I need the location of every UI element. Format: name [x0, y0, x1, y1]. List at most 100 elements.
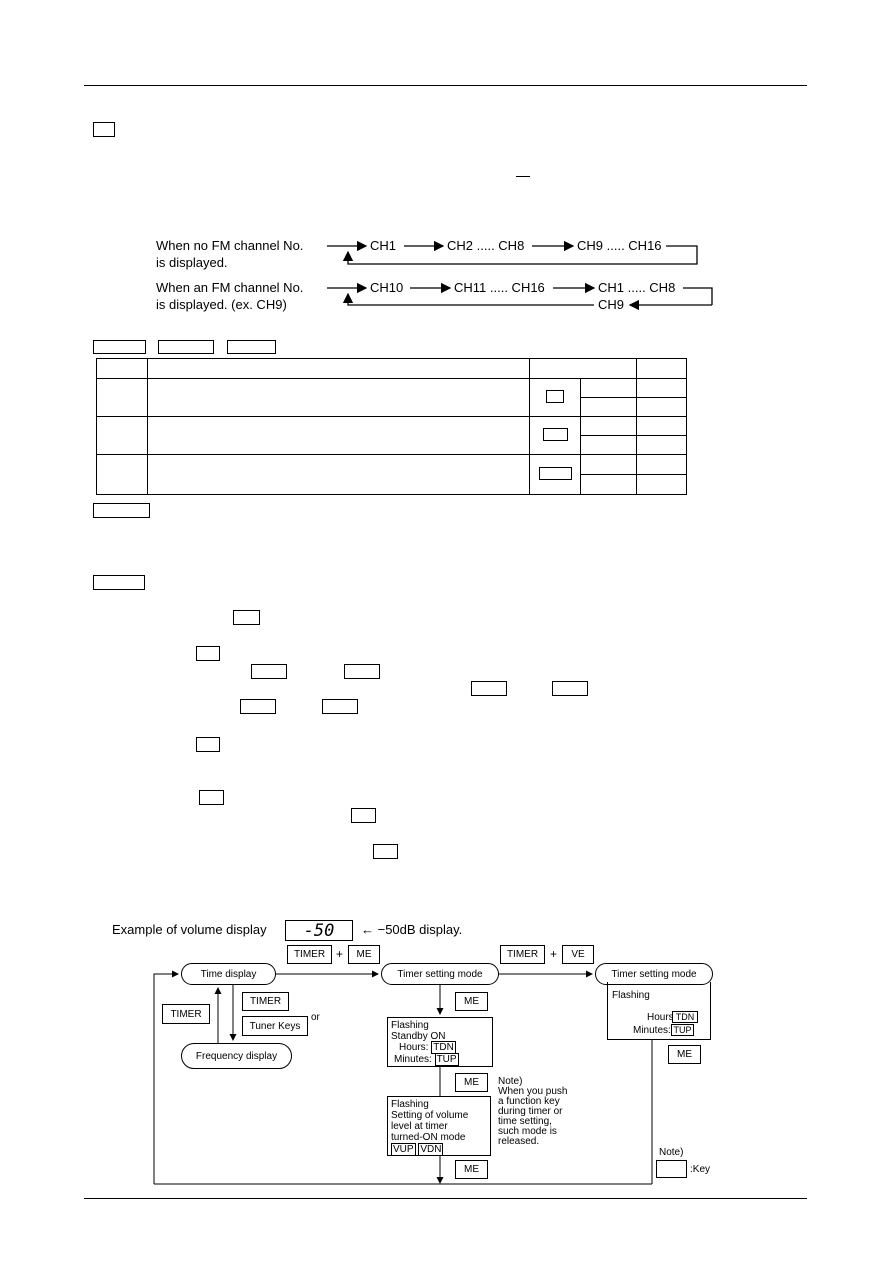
note-line-3: a function key	[498, 1096, 560, 1107]
table-row-rule-2	[96, 454, 687, 455]
inline-key-6	[552, 681, 588, 696]
table-sub-rule-1	[580, 397, 687, 398]
row2-seq-2: CH11 ..... CH16	[454, 280, 545, 295]
standby-flashing: Flashing	[391, 1020, 429, 1031]
row2-seq-1: CH10	[370, 280, 404, 295]
volume-state-box: Flashing Setting of volume level at time…	[387, 1096, 491, 1156]
table-outline	[96, 358, 687, 495]
inline-key-2	[196, 646, 220, 661]
right-state-minutes-key: TUP	[671, 1024, 694, 1036]
me-key-right: ME	[668, 1045, 701, 1064]
inline-key-8	[322, 699, 358, 714]
table-row-rule-1	[96, 416, 687, 417]
standby-hours-row: Hours: TDN	[391, 1041, 489, 1054]
table-col-rule-2	[529, 358, 530, 495]
standby-minutes-row: Minutes: TUP	[391, 1053, 489, 1066]
section-key-box-b	[93, 575, 145, 590]
table-col-rule-1	[147, 358, 148, 495]
legend-key-sample	[656, 1160, 687, 1178]
mid-timer-key: TIMER	[242, 992, 289, 1011]
me-key-2: ME	[455, 1073, 488, 1092]
note-line-1: Note)	[498, 1076, 523, 1087]
inline-key-12	[373, 844, 398, 859]
bottom-rule	[84, 1198, 807, 1199]
inline-key-11	[351, 808, 376, 823]
note-line-5: time setting,	[498, 1116, 552, 1127]
right-state-minutes-label: Minutes:	[633, 1025, 671, 1036]
combo1-me-key: ME	[348, 945, 380, 964]
standby-hours-key: TDN	[431, 1041, 456, 1054]
volume-line-3: level at timer	[391, 1121, 448, 1132]
row2-label-line1: When an FM channel No.	[156, 280, 304, 295]
inline-key-7	[240, 699, 276, 714]
inline-key-3	[251, 664, 287, 679]
left-timer-key: TIMER	[162, 1004, 210, 1024]
note-line-7: released.	[498, 1136, 540, 1147]
inline-key-10	[199, 790, 224, 805]
row1-label-line2: is displayed.	[156, 255, 228, 270]
volume-vup-key: VUP	[391, 1143, 416, 1156]
legend-key-text: :Key	[690, 1164, 711, 1175]
note-line-4: during timer or	[498, 1106, 563, 1117]
combo2-ve-key: VE	[562, 945, 594, 964]
legend-title: Note)	[659, 1147, 684, 1158]
timer-setting-mode-state-1: Timer setting mode	[381, 963, 499, 985]
combo1-timer-key: TIMER	[287, 945, 332, 964]
row2-return: CH9	[598, 297, 625, 312]
section-key-box-a	[93, 503, 150, 518]
frequency-display-state: Frequency display	[181, 1043, 292, 1069]
table-header-key-3	[227, 340, 276, 354]
top-rule	[84, 85, 807, 86]
table-sub-rule-3	[580, 474, 687, 475]
table-key-box-1	[546, 390, 564, 403]
table-col-rule-3	[580, 378, 581, 495]
volume-example-label: Example of volume display	[112, 922, 267, 937]
time-display-state: Time display	[181, 963, 276, 985]
inline-key-4	[344, 664, 380, 679]
flowchart-note: Note) When you push a function key durin…	[498, 1077, 568, 1147]
tuner-keys-key: Tuner Keys	[242, 1016, 308, 1036]
note-line-2: When you push	[498, 1086, 568, 1097]
or-text: or	[311, 1012, 320, 1023]
inline-key-9	[196, 737, 220, 752]
note-line-6: such mode is	[498, 1126, 557, 1137]
right-state-hours-label: Hours:	[647, 1012, 677, 1023]
volume-vdn-key: VDN	[418, 1143, 444, 1156]
right-state-flashing: Flashing	[612, 990, 650, 1001]
row2-seq-3: CH1 ..... CH8	[598, 280, 676, 295]
row1-label-line1: When no FM channel No.	[156, 238, 304, 253]
volume-lcd-display: -50	[285, 920, 353, 941]
volume-line-2: Setting of volume	[391, 1110, 469, 1121]
table-col-rule-4	[636, 358, 637, 495]
table-header-key-1	[93, 340, 146, 354]
standby-state-box: Flashing Standby ON Hours: TDN Minutes: …	[387, 1017, 493, 1067]
table-header-key-2	[158, 340, 214, 354]
row2-label-line2: is displayed. (ex. CH9)	[156, 297, 287, 312]
volume-line-4: turned-ON mode	[391, 1132, 466, 1143]
right-state-body	[607, 982, 711, 1040]
combo2-plus: +	[550, 947, 558, 961]
inline-key-1	[233, 610, 260, 625]
right-state-hours-key: TDN	[672, 1011, 698, 1023]
timer-setting-mode-state-2: Timer setting mode	[595, 963, 713, 985]
standby-on: Standby ON	[391, 1031, 446, 1042]
table-header-rule	[96, 378, 687, 379]
row1-seq-2: CH2 ..... CH8	[447, 238, 525, 253]
volume-keys-row: VUP VDN	[391, 1143, 487, 1156]
combo1-plus: +	[336, 947, 344, 961]
row1-seq-1: CH1	[370, 238, 397, 253]
row1-seq-3: CH9 ..... CH16	[577, 238, 662, 253]
me-key-3: ME	[455, 1160, 488, 1179]
standby-minutes-key: TUP	[434, 1053, 459, 1066]
section-marker-box	[93, 122, 115, 137]
overline-mark	[516, 176, 530, 177]
me-key-1: ME	[455, 992, 488, 1011]
table-key-box-2	[543, 428, 568, 441]
table-sub-rule-2	[580, 435, 687, 436]
table-key-box-3	[539, 467, 572, 480]
standby-minutes-label: Minutes:	[394, 1054, 432, 1065]
standby-hours-label: Hours:	[399, 1042, 429, 1053]
volume-example-note: ← −50dB display.	[361, 922, 463, 937]
